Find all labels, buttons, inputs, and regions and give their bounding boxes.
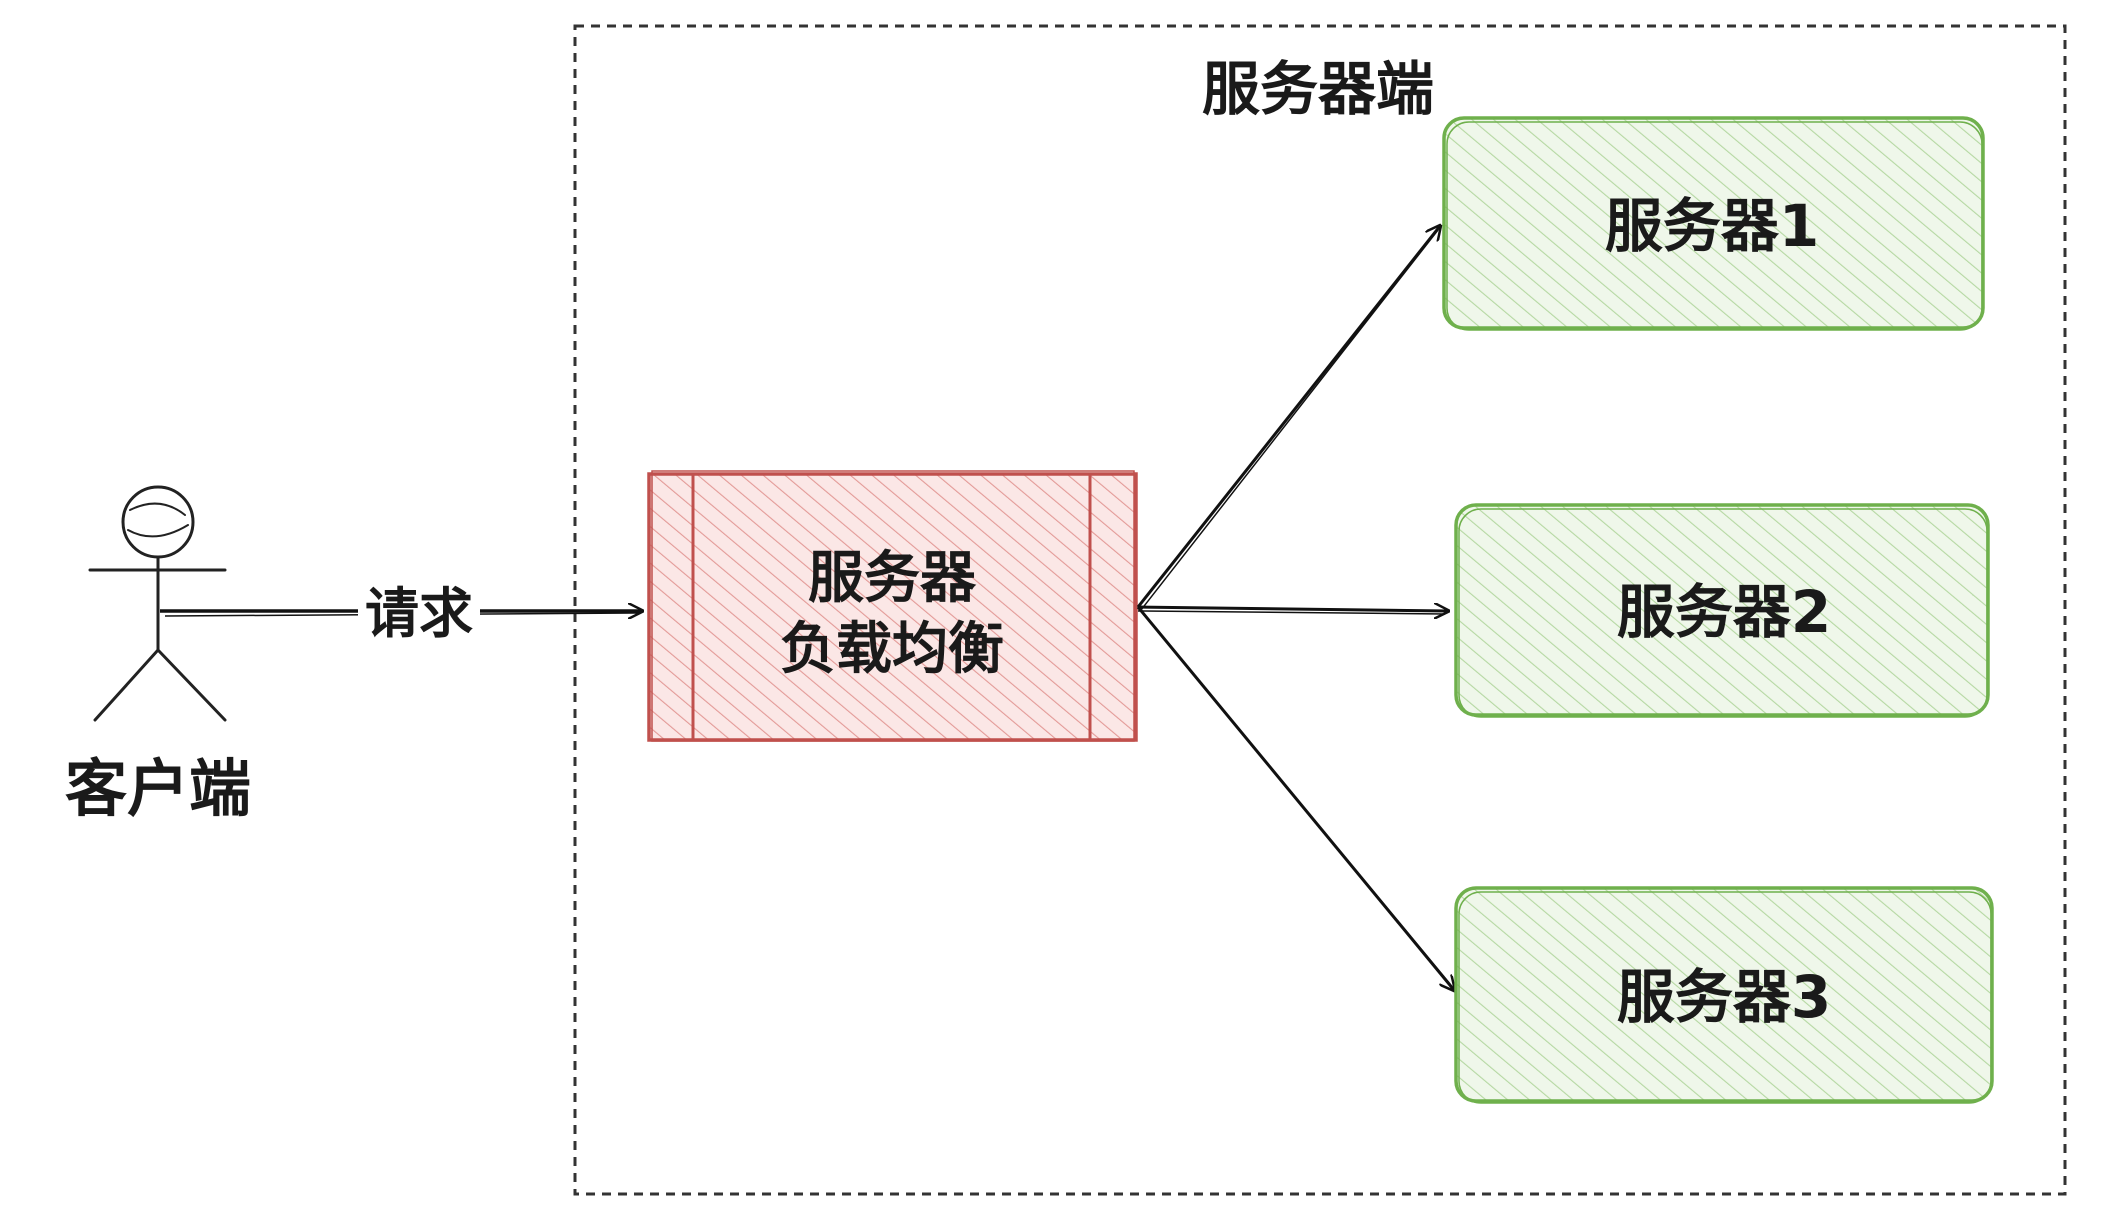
server-box-3[interactable]: 服务器3 [1454, 886, 1994, 1104]
server-1-label: 服务器1 [1605, 192, 1819, 260]
load-balancer-line2: 负载均衡 [780, 617, 1004, 682]
server-box-2[interactable]: 服务器2 [1454, 503, 1990, 718]
request-connector[interactable]: 请求 [160, 580, 642, 646]
connector-to-server-1[interactable] [1136, 226, 1440, 611]
connector-to-server-3[interactable] [1136, 606, 1454, 990]
connector-to-server-2[interactable] [1137, 607, 1448, 614]
client-label: 客户端 [65, 752, 251, 825]
container-title: 服务器端 [1202, 55, 1434, 123]
server-side-container: 服务器端 [573, 24, 2067, 1196]
server-2-label: 服务器2 [1617, 578, 1831, 646]
client-actor[interactable]: 客户端 [65, 485, 251, 825]
server-box-1[interactable]: 服务器1 [1442, 116, 1985, 331]
load-balancer-box[interactable]: 服务器 负载均衡 [647, 470, 1138, 742]
server-3-label: 服务器3 [1617, 963, 1831, 1031]
request-label: 请求 [365, 582, 473, 645]
load-balancer-line1: 服务器 [808, 546, 977, 611]
stick-figure-icon [88, 485, 227, 722]
